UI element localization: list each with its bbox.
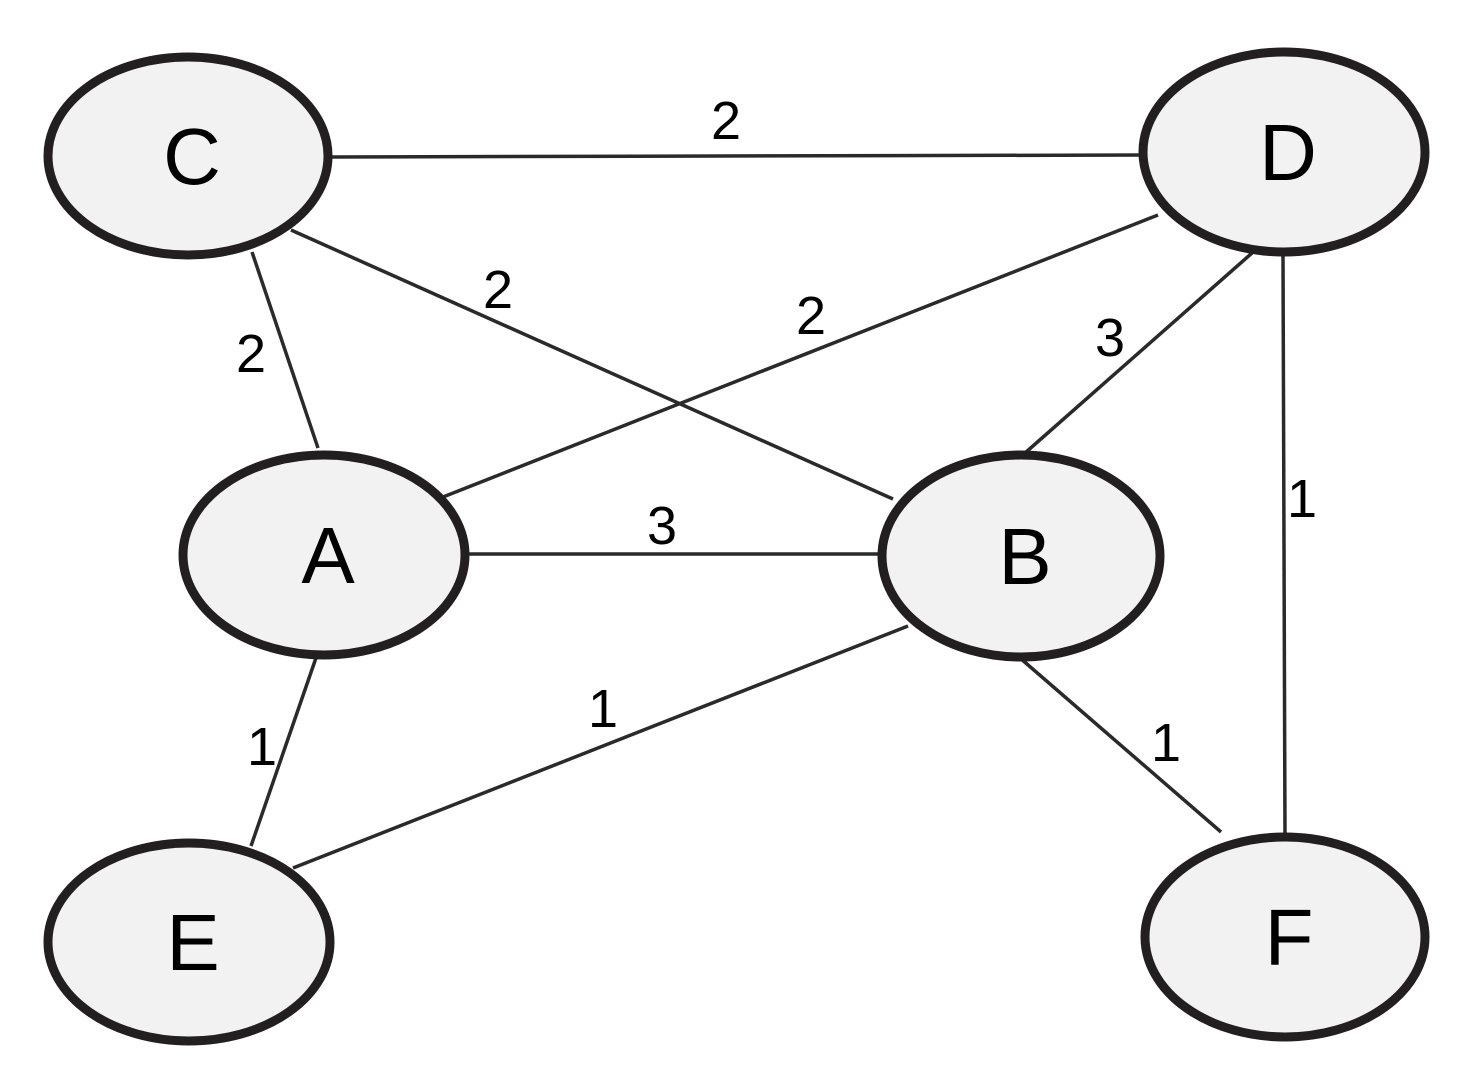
node-E bbox=[43, 838, 335, 1046]
node-label-F: F bbox=[1265, 893, 1314, 982]
node-label-B: B bbox=[998, 512, 1051, 601]
edge-weight-B-D: 3 bbox=[1095, 308, 1125, 368]
edge-E-B bbox=[292, 624, 909, 870]
node-A bbox=[178, 450, 470, 660]
edge-A-E bbox=[249, 654, 319, 847]
edge-A-D bbox=[442, 213, 1159, 499]
node-label-E: E bbox=[166, 898, 219, 987]
edge-weight-B-F: 1 bbox=[1151, 713, 1181, 773]
edge-weight-A-D: 2 bbox=[796, 286, 826, 346]
node-F bbox=[1140, 832, 1430, 1042]
edge-C-A bbox=[250, 251, 320, 449]
edge-weight-C-A: 2 bbox=[236, 324, 266, 384]
node-label-C: C bbox=[163, 112, 221, 201]
node-label-D: D bbox=[1259, 108, 1317, 197]
node-D bbox=[1138, 47, 1430, 257]
edge-B-D bbox=[1023, 251, 1254, 455]
edge-weight-C-B: 2 bbox=[483, 260, 513, 320]
edge-C-B bbox=[290, 228, 894, 501]
edge-weight-D-F: 1 bbox=[1287, 469, 1317, 529]
edge-weight-A-B: 3 bbox=[647, 496, 677, 556]
edge-weight-A-E: 1 bbox=[247, 717, 277, 777]
node-B bbox=[877, 450, 1165, 662]
edge-D-F bbox=[1281, 254, 1287, 838]
node-C bbox=[43, 52, 333, 260]
edge-B-F bbox=[1018, 656, 1223, 834]
edge-weight-C-D: 2 bbox=[711, 91, 741, 151]
edge-C-D bbox=[327, 153, 1145, 159]
node-label-A: A bbox=[301, 511, 355, 600]
edge-weight-E-B: 1 bbox=[588, 679, 618, 739]
